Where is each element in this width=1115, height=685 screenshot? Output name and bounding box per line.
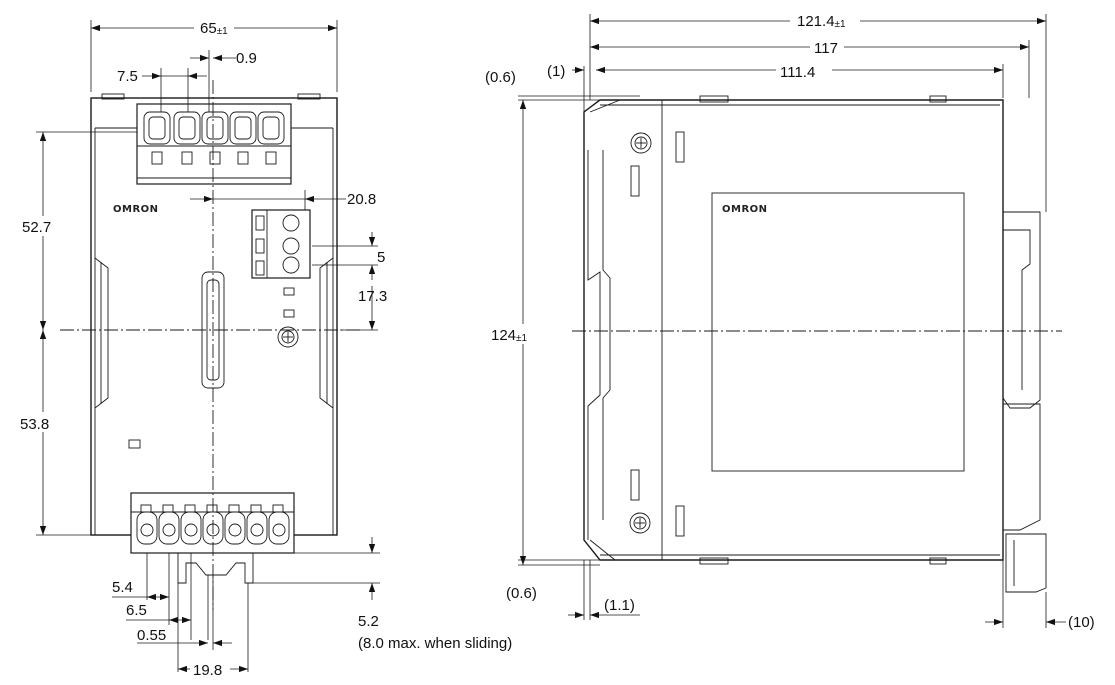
dim-depth-117: 117	[814, 40, 838, 57]
dim-upper-height: 52.7	[22, 219, 51, 236]
side-brand-logo: OMRON	[722, 204, 768, 215]
side-screw-top	[630, 132, 652, 154]
dim-height: 124±1	[491, 327, 528, 344]
dim-bottom-pitch-b: 6.5	[126, 602, 147, 619]
side-screw-bottom	[629, 512, 651, 534]
front-dimensions: 65±1 7.5 0.9 20.8 5 17.3 52.7 53.8	[16, 18, 512, 679]
din-slider	[177, 553, 254, 584]
dim-rail: (10)	[1068, 614, 1095, 631]
dim-offset-right: 20.8	[347, 191, 376, 208]
dim-front-tab: (1.1)	[604, 597, 635, 614]
dim-pitch-top: 7.5	[117, 68, 138, 85]
dim-dip-pitch: 5	[377, 249, 385, 266]
dim-gap-top: 0.9	[236, 50, 257, 67]
bottom-terminal-block	[130, 492, 295, 554]
dim-width: 65±1	[200, 20, 228, 37]
front-view: OMRON	[60, 80, 360, 610]
right-grip	[319, 257, 334, 409]
dim-bottom-gap: 0.55	[137, 627, 166, 644]
dim-bottom-pitch-a: 5.4	[112, 579, 133, 596]
dim-front-offset: (1)	[547, 63, 565, 80]
front-adjust-screw	[277, 326, 299, 348]
dim-slide-note: (8.0 max. when sliding)	[358, 635, 512, 652]
dim-top-gap: (0.6)	[485, 69, 516, 86]
front-brand-logo: OMRON	[113, 204, 159, 215]
dim-depth-111: 111.4	[780, 64, 815, 81]
side-view: OMRON	[572, 95, 1062, 593]
dim-slide-height: 5.2	[358, 613, 379, 630]
dim-lower-height: 53.8	[20, 416, 49, 433]
side-label-panel	[711, 192, 965, 472]
side-dimensions: 121.4±1 117 111.4 (1) 124±1 (0.6) (0.6) …	[485, 10, 1095, 631]
dim-bottom-span: 19.8	[193, 662, 222, 679]
dim-depth-total: 121.4±1	[797, 13, 846, 30]
front-dip-block	[251, 209, 311, 318]
side-body-outline	[583, 99, 1004, 561]
dim-dip-to-center: 17.3	[358, 288, 387, 305]
din-rail-clip	[1002, 100, 1047, 593]
dim-bottom-gap: (0.6)	[506, 585, 537, 602]
left-grip	[94, 257, 109, 409]
front-indicator	[128, 439, 141, 449]
top-terminal-block	[136, 103, 292, 185]
